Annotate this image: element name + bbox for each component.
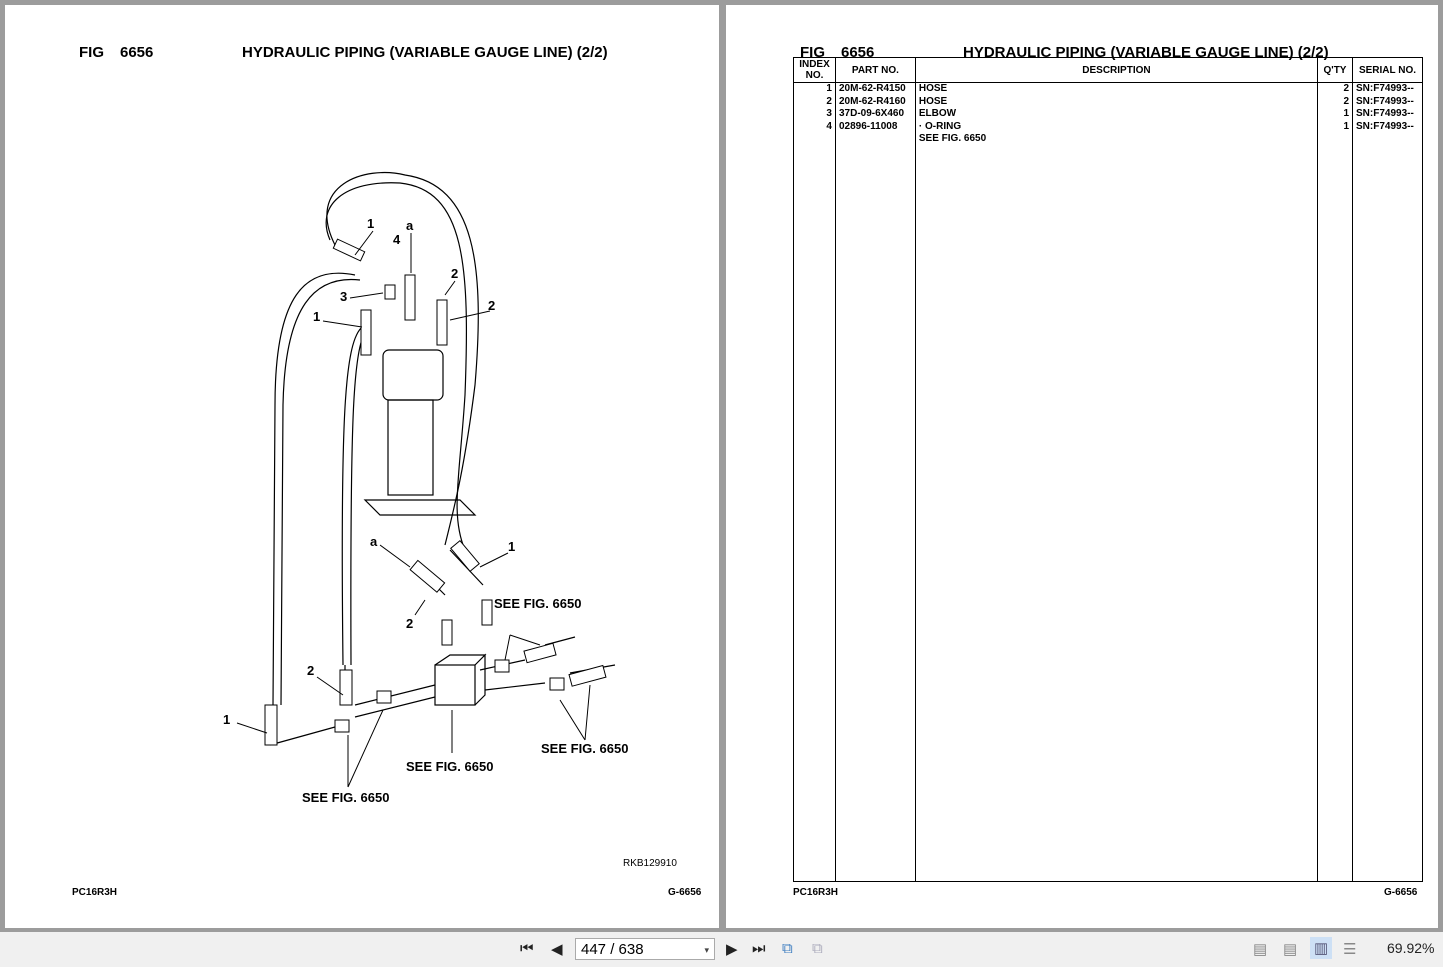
cell-index — [793, 133, 836, 146]
cell-part: 37D-09-6X460 — [834, 108, 916, 121]
page-title: HYDRAULIC PIPING (VARIABLE GAUGE LINE) (… — [963, 44, 1329, 61]
single-page-icon[interactable]: ▤ — [1253, 941, 1268, 958]
zoom-level[interactable]: 69.92% — [1387, 940, 1435, 956]
cell-qty: 1 — [1317, 108, 1353, 121]
callout: SEE FIG. 6650 — [302, 790, 389, 805]
parts-table: INDEX NO. PART NO. DESCRIPTION Q'TY SERI… — [793, 57, 1423, 882]
empty-cell — [793, 145, 836, 882]
page-indicator: 447 / 638 — [581, 941, 644, 958]
cell-desc: SEE FIG. 6650 — [914, 133, 1319, 146]
cell-desc: ELBOW — [914, 108, 1319, 121]
cell-index: 3 — [793, 108, 836, 121]
table-filler — [793, 145, 1423, 882]
cell-serial: SN:F74993-- — [1352, 82, 1423, 96]
next-page-icon[interactable]: ▶ — [726, 941, 738, 958]
page-title: HYDRAULIC PIPING (VARIABLE GAUGE LINE) (… — [242, 44, 608, 61]
callout: SEE FIG. 6650 — [494, 596, 581, 611]
cell-serial: SN:F74993-- — [1352, 108, 1423, 121]
callout: SEE FIG. 6650 — [406, 759, 493, 774]
cell-desc: HOSE — [914, 82, 1319, 96]
callout: 1 — [313, 309, 320, 324]
cell-part: 20M-62-R4160 — [834, 95, 916, 108]
fig-label: FIG — [800, 44, 825, 61]
cell-desc: · O-RING — [914, 120, 1319, 133]
cell-desc: HOSE — [914, 95, 1319, 108]
callout: a — [406, 218, 414, 233]
callout: a — [370, 534, 378, 549]
facing-pages-icon[interactable]: ▥ — [1310, 937, 1333, 959]
cell-part — [834, 133, 916, 146]
fig-number: 6656 — [120, 44, 154, 61]
first-page-icon[interactable]: ⏮ — [520, 940, 534, 957]
cell-part: 02896-11008 — [834, 120, 916, 133]
callout: 2 — [488, 298, 495, 313]
previous-page-icon[interactable]: ◀ — [551, 941, 563, 958]
empty-cell — [1352, 145, 1423, 882]
cell-part: 20M-62-R4150 — [834, 82, 916, 96]
cell-qty: 1 — [1317, 120, 1353, 133]
callout: SEE FIG. 6650 — [541, 741, 628, 756]
page-code: G-6656 — [1384, 887, 1418, 898]
cell-qty: 2 — [1317, 82, 1353, 96]
empty-cell — [914, 145, 1319, 882]
model-label: PC16R3H — [793, 887, 839, 898]
callout: 2 — [451, 266, 458, 281]
previous-view-icon[interactable]: ⧉ — [782, 940, 793, 957]
cell-serial — [1352, 133, 1423, 146]
callout: 3 — [340, 289, 347, 304]
col-index: INDEX NO. — [793, 57, 836, 83]
model-label: PC16R3H — [72, 887, 118, 898]
cell-index: 1 — [793, 82, 836, 96]
empty-cell — [1317, 145, 1353, 882]
callout: 2 — [406, 616, 413, 631]
callout: 4 — [393, 232, 401, 247]
viewer-toolbar: ⏮ ◀ 447 / 638 ▾ ▶ ⏭ ⧉ ⧉ ▤ ▤ ▥ ☰ 69.92% — [0, 932, 1443, 967]
cell-index: 4 — [793, 120, 836, 133]
callout: 1 — [367, 216, 374, 231]
callout: 1 — [508, 539, 515, 554]
page-code: G-6656 — [668, 887, 702, 898]
left-page-diagram: FIG 6656 HYDRAULIC PIPING (VARIABLE GAUG… — [5, 5, 719, 928]
fig-label: FIG — [79, 44, 104, 61]
right-page-parts-list: FIG 6656 HYDRAULIC PIPING (VARIABLE GAUG… — [726, 5, 1438, 928]
col-qty: Q'TY — [1317, 57, 1353, 83]
drawing-code: RKB129910 — [623, 858, 677, 869]
cell-qty — [1317, 133, 1353, 146]
callout: 2 — [307, 663, 314, 678]
continuous-facing-icon[interactable]: ☰ — [1343, 941, 1357, 958]
last-page-icon[interactable]: ⏭ — [752, 940, 766, 957]
page-number-input[interactable]: 447 / 638 ▾ — [575, 938, 715, 960]
fig-number: 6656 — [841, 44, 875, 61]
empty-cell — [834, 145, 916, 882]
cell-serial: SN:F74993-- — [1352, 95, 1423, 108]
hydraulic-piping-diagram: 1 a 4 2 3 2 1 a 1 SEE FIG. 6650 2 2 1 SE… — [223, 171, 628, 805]
cell-qty: 2 — [1317, 95, 1353, 108]
next-view-icon[interactable]: ⧉ — [812, 940, 823, 957]
dropdown-icon[interactable]: ▾ — [704, 945, 709, 955]
cell-serial: SN:F74993-- — [1352, 120, 1423, 133]
callout: 1 — [223, 712, 230, 727]
table-row: SEE FIG. 6650 — [793, 133, 1423, 146]
cell-index: 2 — [793, 95, 836, 108]
col-part-no: PART NO. — [834, 57, 916, 83]
col-serial: SERIAL NO. — [1352, 57, 1423, 83]
continuous-page-icon[interactable]: ▤ — [1283, 941, 1298, 958]
col-description: DESCRIPTION — [914, 57, 1319, 83]
